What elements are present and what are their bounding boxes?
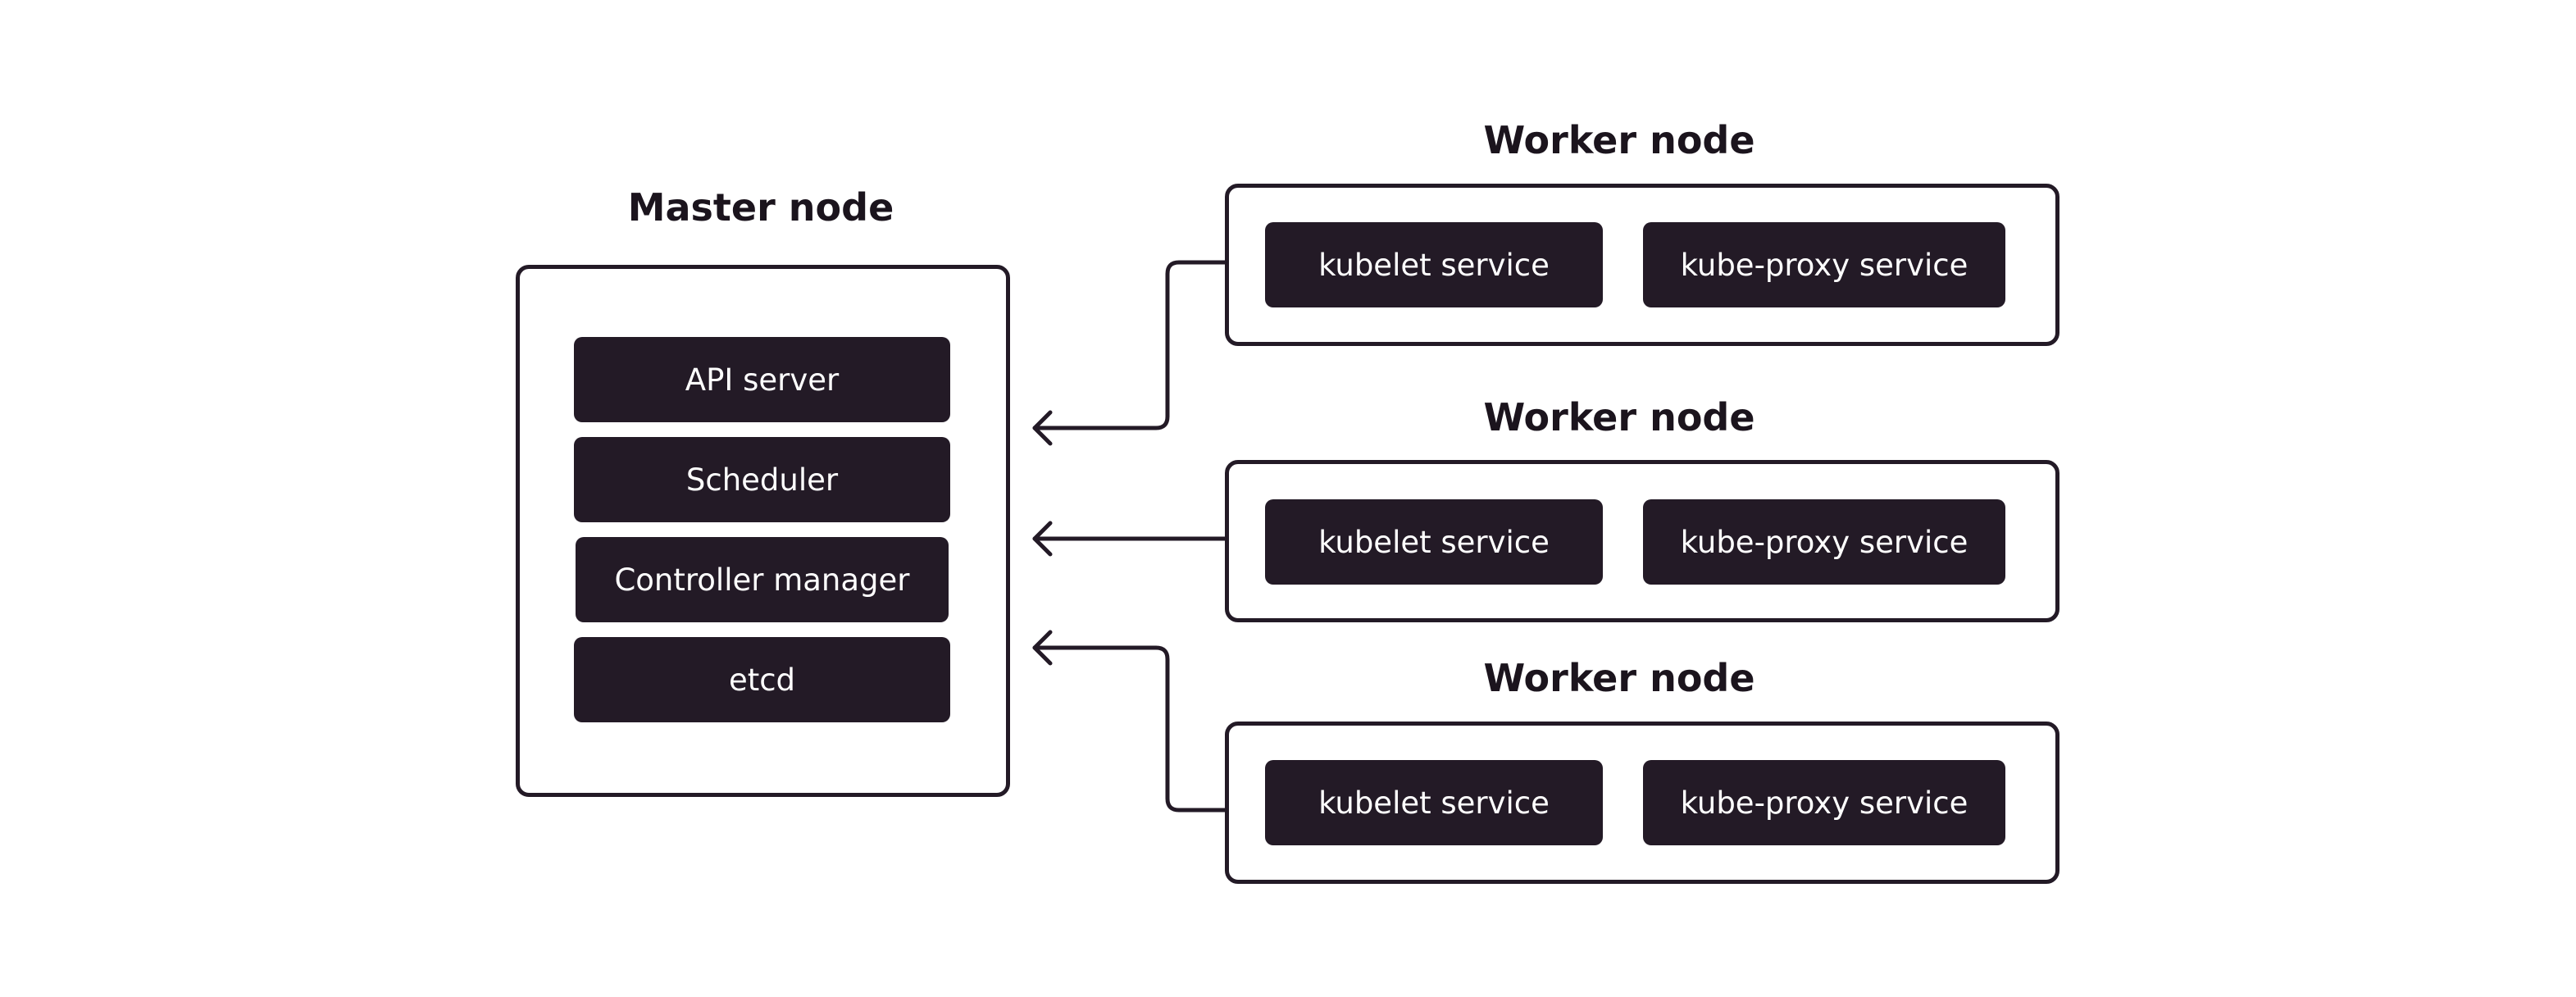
worker-3-kube-proxy-service: kube-proxy service — [1643, 760, 2005, 845]
arrow-worker-1-to-master — [1032, 260, 1227, 430]
worker-2-kube-proxy-service: kube-proxy service — [1643, 499, 2005, 585]
scheduler-block: Scheduler — [574, 437, 950, 522]
worker-1-kubelet-service: kubelet service — [1265, 222, 1603, 307]
arrowhead-worker-2 — [1032, 521, 1053, 557]
worker-1-kube-proxy-service: kube-proxy service — [1643, 222, 2005, 307]
arrowhead-worker-3 — [1032, 630, 1053, 666]
master-node-title: Master node — [627, 185, 894, 230]
worker-node-3-title: Worker node — [1483, 656, 1755, 700]
worker-3-kubelet-service: kubelet service — [1265, 760, 1603, 845]
worker-2-kubelet-service: kubelet service — [1265, 499, 1603, 585]
api-server-block: API server — [574, 337, 950, 422]
controller-manager-block: Controller manager — [576, 537, 949, 622]
worker-node-2-title: Worker node — [1483, 395, 1755, 439]
etcd-block: etcd — [574, 637, 950, 722]
arrowhead-worker-1 — [1032, 410, 1053, 446]
arrow-worker-3-to-master — [1032, 645, 1227, 813]
worker-node-1-title: Worker node — [1483, 118, 1755, 162]
